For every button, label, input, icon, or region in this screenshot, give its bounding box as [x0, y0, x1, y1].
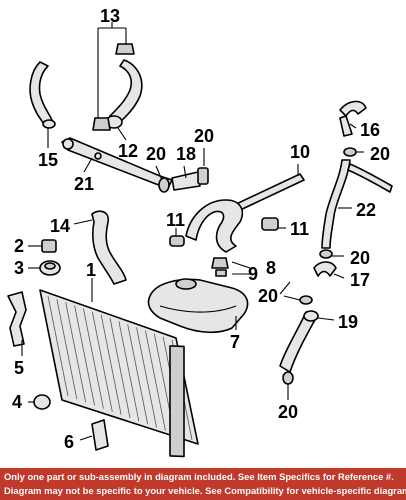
- callout-10: 10: [290, 142, 310, 162]
- callout-20-e: 20: [258, 286, 278, 306]
- part-13-clamp-lower: [92, 117, 111, 131]
- radiator-fin: [145, 330, 166, 431]
- radiator-fin: [118, 321, 140, 422]
- part-11-clamp-right: [261, 217, 279, 231]
- part-5-bracket: [7, 291, 27, 347]
- callout-2: 2: [14, 236, 24, 256]
- callout-20-a: 20: [146, 144, 166, 164]
- callout-11-left: 11: [166, 210, 185, 230]
- part-16-hose: [339, 100, 367, 137]
- callout-13: 13: [100, 6, 120, 26]
- callout-21: 21: [74, 174, 94, 194]
- radiator-fin: [136, 327, 157, 428]
- part-1-radiator: [39, 289, 199, 458]
- radiator-fin: [56, 299, 78, 400]
- radiator-fin: [83, 308, 104, 409]
- part-9-fitting: [211, 257, 229, 277]
- radiator-fin: [109, 317, 131, 419]
- part-20-clamp-e: [299, 295, 313, 305]
- disclaimer-banner: Only one part or sub-assembly in diagram…: [0, 468, 406, 500]
- part-7-reservoir: [147, 278, 249, 334]
- callout-11-right: 11: [290, 219, 309, 239]
- radiator-fin: [47, 295, 69, 397]
- part-2-plug: [41, 239, 57, 253]
- part-12-hose: [105, 59, 143, 129]
- part-20-clamp-c: [343, 147, 357, 157]
- part-17-hose: [313, 261, 337, 277]
- callout-labels: 13 15 12 21 20 18 20 10 16 20 22 11 11 1…: [12, 6, 390, 452]
- part-10-pipe: [231, 173, 305, 213]
- disclaimer-line-2: Diagram may not be specific to your vehi…: [4, 485, 406, 496]
- callout-18: 18: [176, 144, 196, 164]
- callout-4: 4: [12, 392, 22, 412]
- callout-9: 9: [248, 264, 258, 284]
- part-20-clamp-a: [158, 177, 170, 193]
- part-20-clamp-d: [319, 249, 333, 259]
- callout-19: 19: [338, 312, 358, 332]
- part-14-hose: [91, 210, 127, 285]
- callout-20-b: 20: [194, 126, 214, 146]
- part-20-clamp-b: [197, 167, 209, 185]
- callout-17: 17: [350, 270, 370, 290]
- callout-16: 16: [360, 120, 380, 140]
- part-22-pipe: [321, 159, 393, 249]
- callout-14: 14: [50, 216, 70, 236]
- callout-20-d: 20: [350, 248, 370, 268]
- callout-7: 7: [230, 332, 240, 352]
- part-center-hose: [185, 199, 244, 253]
- callout-6: 6: [64, 432, 74, 452]
- part-13-clamp-upper: [115, 43, 135, 55]
- callout-8: 8: [266, 258, 276, 278]
- part-3-cap: [39, 260, 61, 276]
- part-6-bracket: [91, 419, 109, 451]
- callout-3: 3: [14, 258, 24, 278]
- part-21-pipe: [61, 137, 173, 189]
- disclaimer-line-1: Only one part or sub-assembly in diagram…: [4, 471, 394, 482]
- radiator-fin: [65, 302, 87, 403]
- radiator-fin: [100, 314, 122, 415]
- radiator-fin: [91, 311, 113, 412]
- callout-20-c: 20: [370, 144, 390, 164]
- callout-20-f: 20: [278, 402, 298, 422]
- leader-lines: [21, 22, 364, 441]
- cooling-system-parts-diagram: 13 15 12 21 20 18 20 10 16 20 22 11 11 1…: [7, 6, 393, 458]
- part-19-hose: [279, 310, 319, 373]
- callout-12: 12: [118, 141, 138, 161]
- part-11-clamp-left: [169, 235, 185, 247]
- callout-1: 1: [86, 260, 96, 280]
- part-18-hose: [171, 171, 201, 191]
- radiator-fin: [74, 305, 95, 406]
- part-15-hose: [29, 61, 56, 129]
- callout-22: 22: [356, 200, 376, 220]
- callout-15: 15: [38, 150, 58, 170]
- part-20-clamp-f: [282, 371, 294, 385]
- radiator-fin: [127, 324, 149, 425]
- callout-5: 5: [14, 358, 24, 378]
- part-4-drain-cap: [33, 394, 51, 410]
